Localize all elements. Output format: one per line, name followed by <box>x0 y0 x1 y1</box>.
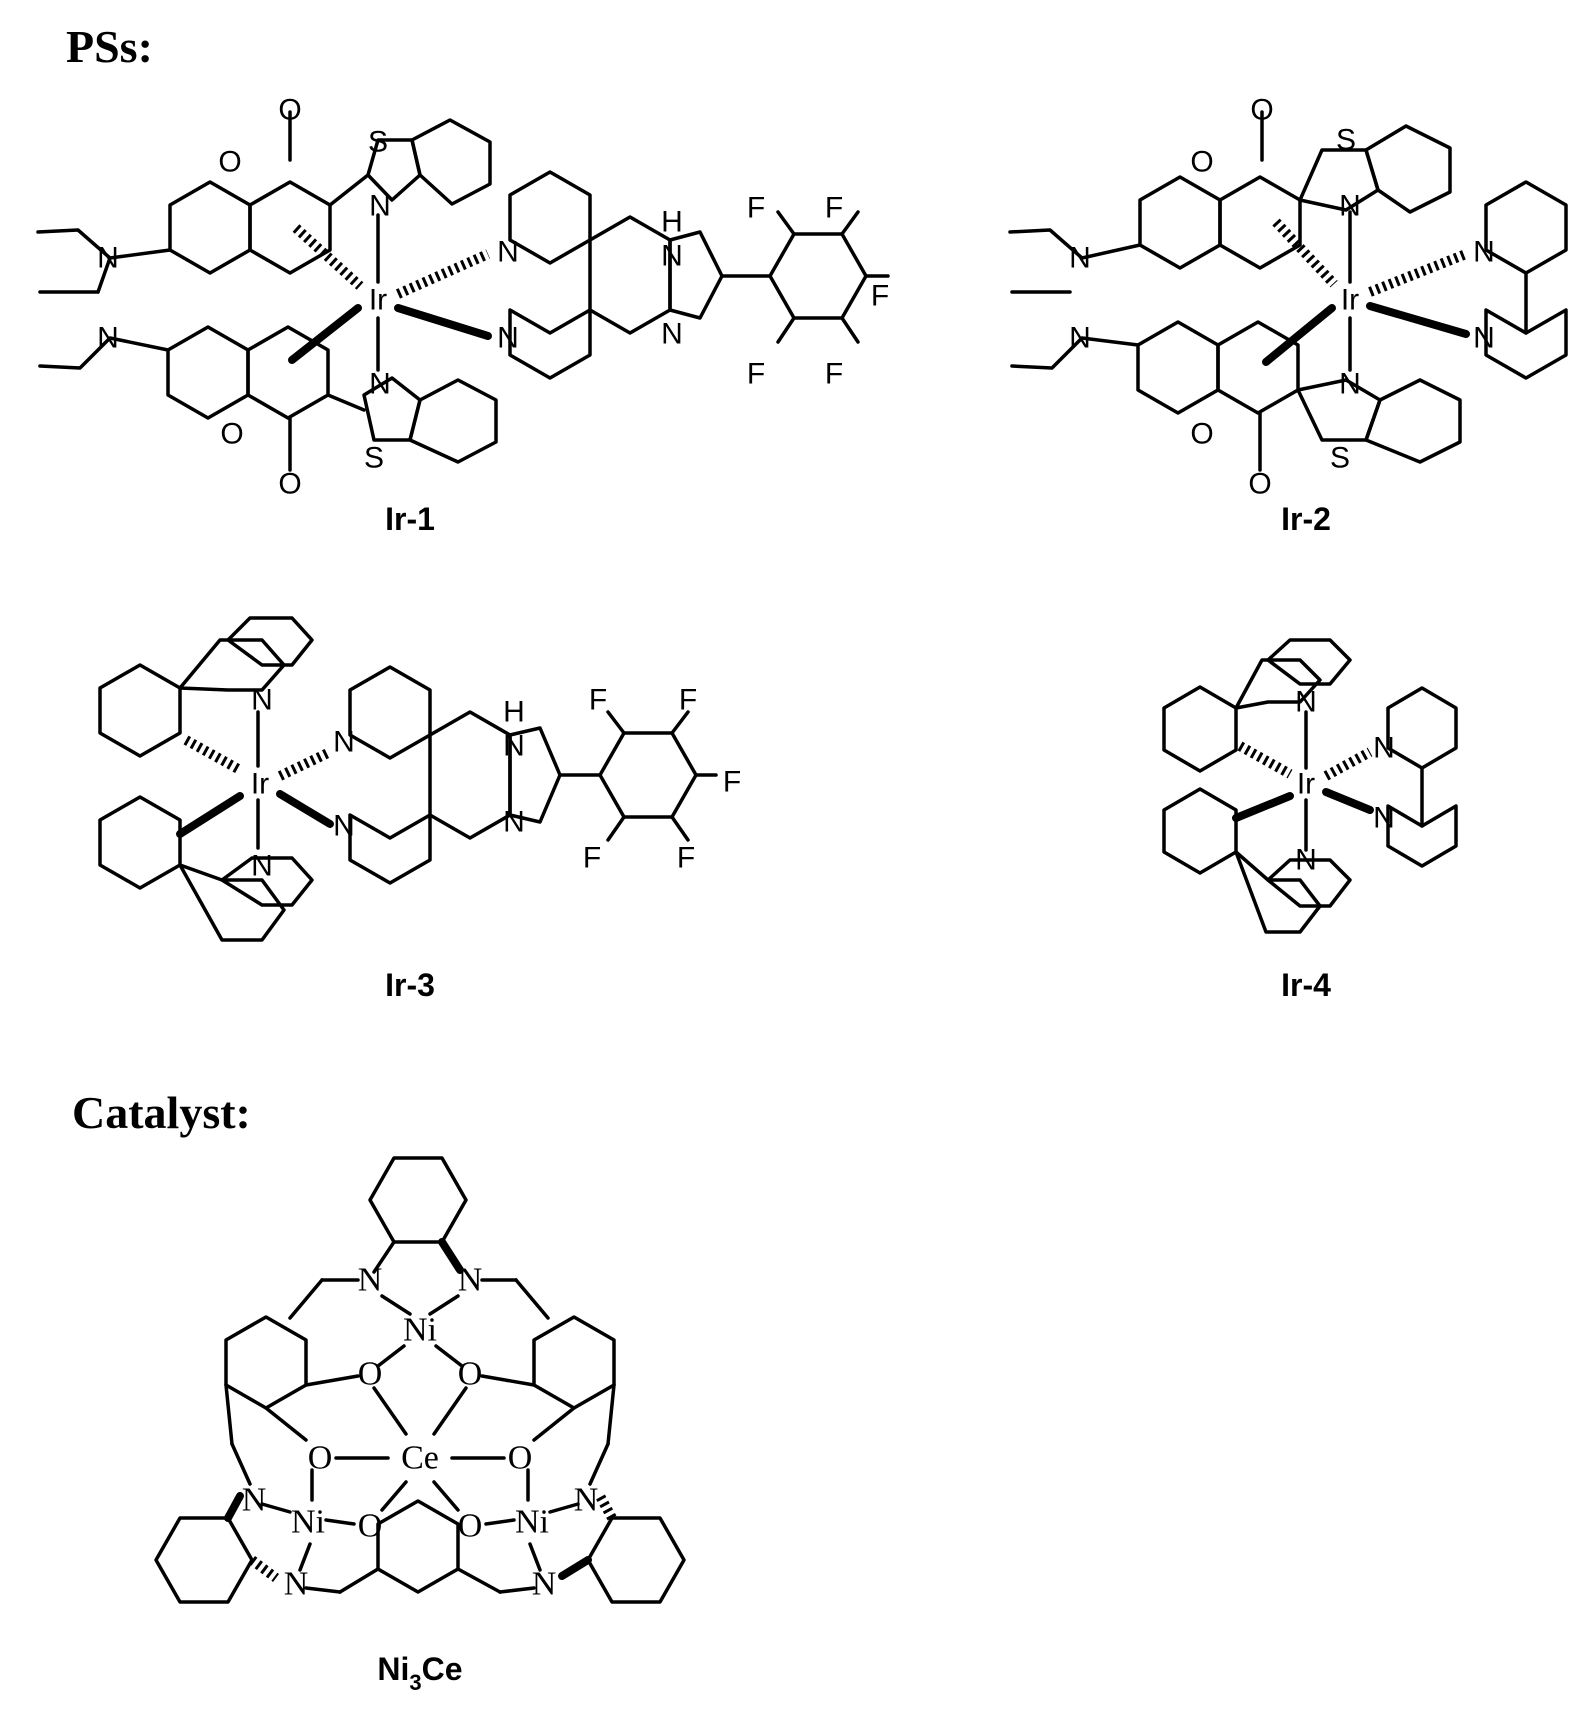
cat-nickel-left: Ni <box>291 1504 325 1541</box>
ir3-fluorine-d: F <box>583 842 601 875</box>
ir1-nitrogen-e: N <box>497 236 519 269</box>
ir2-sulfur-b: S <box>1330 442 1350 475</box>
ir2-sulfur-a: S <box>1336 124 1356 157</box>
ir3-nitrogen-a: N <box>251 684 273 717</box>
cat-oxygen-e: O <box>358 1508 383 1545</box>
ir3-nitrogen-c: N <box>333 726 355 759</box>
ir1-hydrogen: H <box>661 206 683 239</box>
ir1-nitrogen-b: N <box>97 242 119 275</box>
ir1-sulfur-b: S <box>364 442 384 475</box>
ir1-atoms: Ir O O S N N N N O S O N N H N N F F F F… <box>97 94 889 501</box>
ir2-label: Ir-2 <box>1281 501 1331 537</box>
ir3-hydrogen: H <box>503 696 525 729</box>
ir1-oxygen-d: O <box>278 468 301 501</box>
ir3-fluorine-c: F <box>723 766 741 799</box>
ir1-structure <box>36 110 890 472</box>
cat-nitrogen-b: N <box>458 1262 483 1299</box>
ni3ce-atoms: N N Ni O O O Ce O N N Ni Ni O O N N <box>242 1262 599 1603</box>
ir1-oxygen-b: O <box>218 146 241 179</box>
ir4-nitrogen-c: N <box>1373 732 1395 765</box>
ir2-nitrogen-f: N <box>1473 322 1495 355</box>
ir4-nitrogen-b: N <box>1295 844 1317 877</box>
ir4-structure <box>1162 638 1458 934</box>
ir1-nitrogen-g: N <box>661 240 683 273</box>
ir1-iridium: Ir <box>369 284 387 317</box>
cat-nitrogen-a: N <box>358 1262 383 1299</box>
ir2-oxygen-c: O <box>1190 418 1213 451</box>
cat-oxygen-b: O <box>458 1356 483 1393</box>
ir2-oxygen-d: O <box>1248 468 1271 501</box>
ir3-nitrogen-f: N <box>503 806 525 839</box>
ni3ce-structure <box>154 1156 686 1604</box>
ir2-nitrogen-d: N <box>1339 368 1361 401</box>
ir3-label: Ir-3 <box>385 967 435 1003</box>
cat-nitrogen-f: N <box>532 1566 557 1603</box>
cat-nitrogen-c: N <box>242 1482 267 1519</box>
ir1-oxygen-c: O <box>220 418 243 451</box>
cat-oxygen-a: O <box>358 1356 383 1393</box>
ir2-atoms: Ir O O S N N N N O S O N N <box>1069 94 1495 501</box>
ir1-fluorine-e: F <box>825 358 843 391</box>
ir2-nitrogen-a: N <box>1339 190 1361 223</box>
ir1-nitrogen-d: N <box>369 368 391 401</box>
ir2-nitrogen-b: N <box>1069 242 1091 275</box>
ir4-nitrogen-a: N <box>1295 686 1317 719</box>
ir1-sulfur-a: S <box>368 126 388 159</box>
ir3-structure <box>98 616 718 942</box>
cat-nitrogen-e: N <box>284 1566 309 1603</box>
ir1-fluorine-d: F <box>747 358 765 391</box>
ir2-oxygen-b: O <box>1190 146 1213 179</box>
ir1-fluorine-b: F <box>825 192 843 225</box>
cat-nickel-right: Ni <box>515 1504 549 1541</box>
cat-nickel-top: Ni <box>403 1312 437 1349</box>
cat-oxygen-d: O <box>508 1440 533 1477</box>
cat-cerium: Ce <box>401 1440 439 1477</box>
cat-oxygen-f: O <box>458 1508 483 1545</box>
ir2-oxygen-a: O <box>1250 94 1273 127</box>
ir3-iridium: Ir <box>251 768 269 801</box>
ir3-nitrogen-e: N <box>503 730 525 763</box>
ir1-oxygen-a: O <box>278 94 301 127</box>
ir2-structure <box>1008 110 1568 472</box>
ir3-atoms: Ir N N N N H N N F F F F F <box>251 684 741 883</box>
ir3-fluorine-e: F <box>677 842 695 875</box>
catalyst-heading: Catalyst: <box>72 1087 251 1138</box>
ir1-nitrogen-f: N <box>497 322 519 355</box>
ir3-fluorine-b: F <box>679 684 697 717</box>
ir3-nitrogen-d: N <box>333 810 355 843</box>
ir1-label: Ir-1 <box>385 501 435 537</box>
ir1-fluorine-c: F <box>871 280 889 313</box>
ir1-nitrogen-h: N <box>661 318 683 351</box>
ir4-atoms: Ir N N N N <box>1295 686 1395 877</box>
ir1-nitrogen-c: N <box>97 322 119 355</box>
ir1-nitrogen-a: N <box>369 190 391 223</box>
ir2-iridium: Ir <box>1341 284 1359 317</box>
cat-nitrogen-d: N <box>574 1482 599 1519</box>
ni3ce-label: Ni3Ce <box>377 1651 462 1695</box>
ir1-fluorine-a: F <box>747 192 765 225</box>
ir3-fluorine-a: F <box>589 684 607 717</box>
ir3-nitrogen-b: N <box>251 850 273 883</box>
ir2-nitrogen-e: N <box>1473 236 1495 269</box>
ir4-nitrogen-d: N <box>1373 802 1395 835</box>
ir4-label: Ir-4 <box>1281 967 1331 1003</box>
ir2-nitrogen-c: N <box>1069 322 1091 355</box>
ir4-iridium: Ir <box>1297 768 1315 801</box>
cat-oxygen-c: O <box>308 1440 333 1477</box>
ps-heading: PSs: <box>66 21 153 72</box>
